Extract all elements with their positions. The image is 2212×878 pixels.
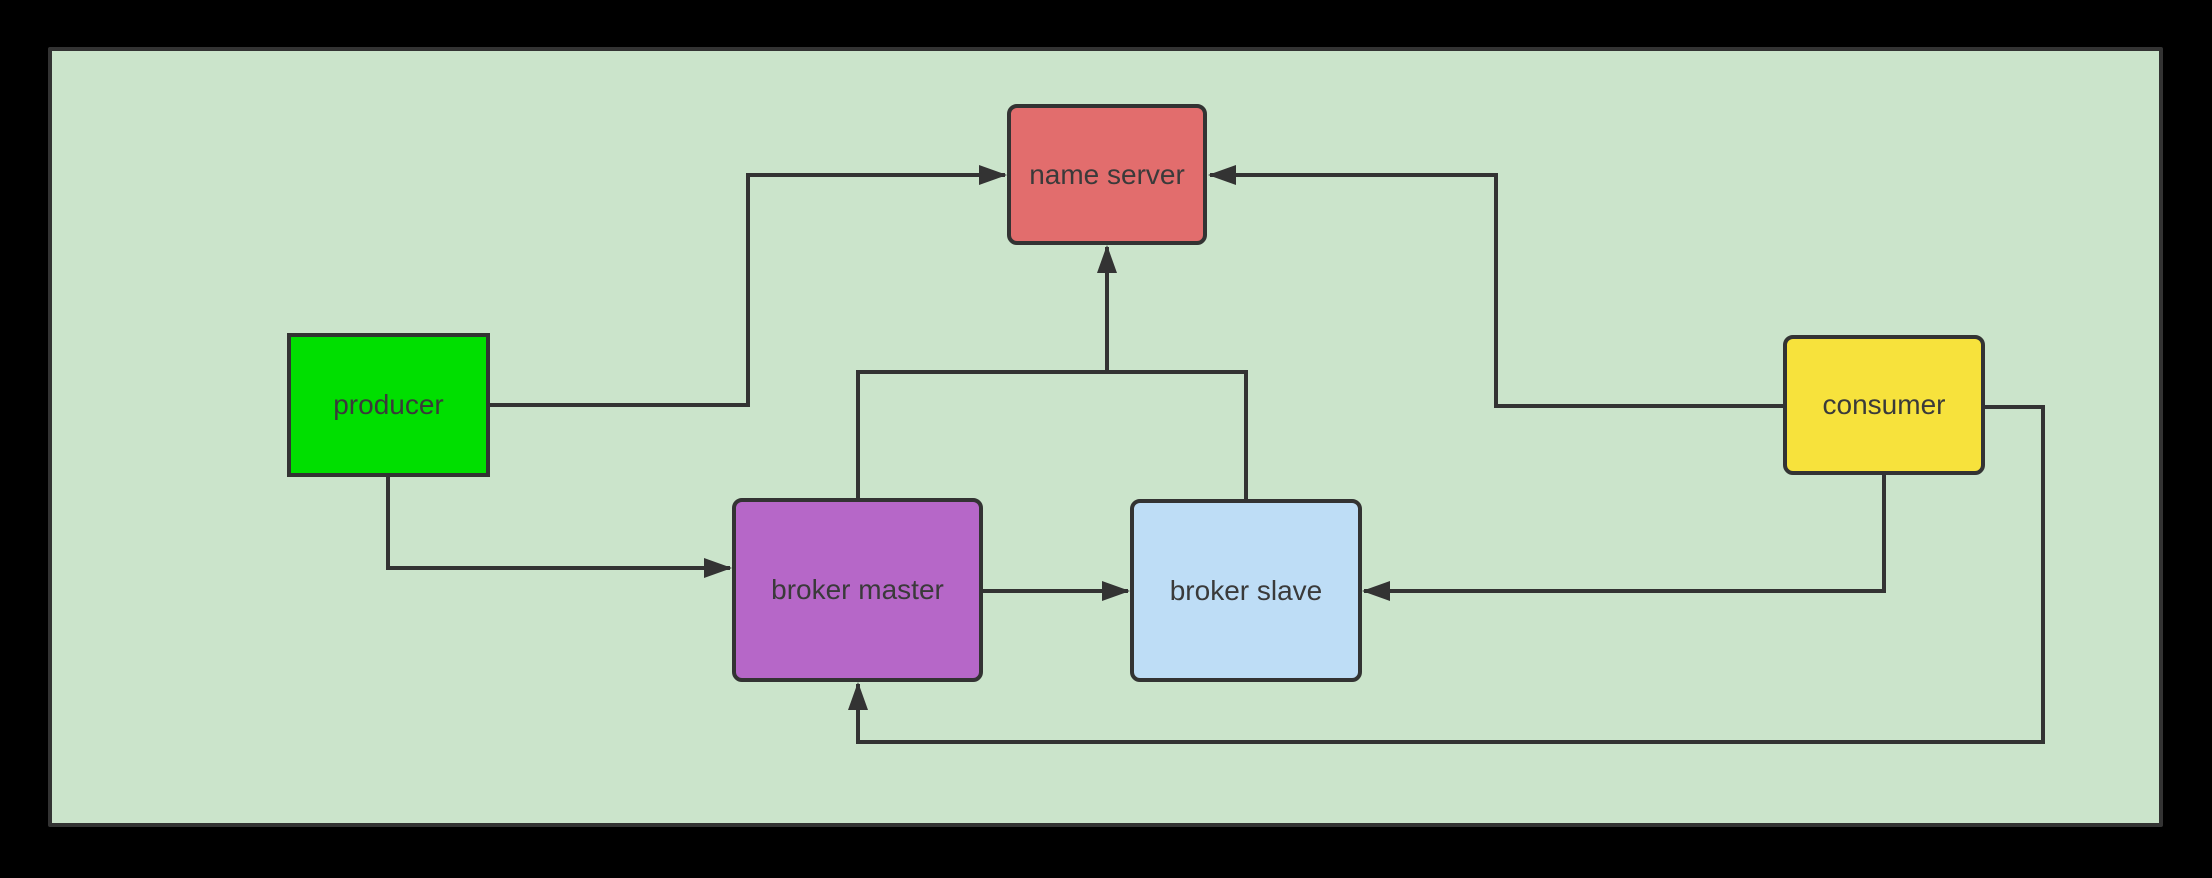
node-label: consumer bbox=[1822, 389, 1946, 420]
edge-consumer-to-broker-slave bbox=[1362, 475, 1886, 601]
node-label: name server bbox=[1029, 158, 1185, 190]
edge-producer-to-name-server bbox=[490, 165, 1007, 407]
node-broker-master: broker master bbox=[732, 498, 983, 682]
edge-brokers-trunk bbox=[856, 370, 1248, 499]
node-broker-slave: broker slave bbox=[1130, 499, 1362, 682]
edge-consumer-to-broker-master bbox=[848, 405, 2045, 744]
node-label: broker slave bbox=[1169, 574, 1323, 606]
edge-consumer-to-name-server bbox=[1208, 165, 1783, 408]
node-name-server: name server bbox=[1007, 104, 1207, 245]
node-producer: producer bbox=[287, 333, 490, 477]
node-label: broker master bbox=[771, 574, 944, 605]
node-consumer: consumer bbox=[1783, 335, 1985, 475]
node-label: producer bbox=[333, 389, 444, 420]
edge-producer-to-broker-master bbox=[386, 477, 732, 578]
